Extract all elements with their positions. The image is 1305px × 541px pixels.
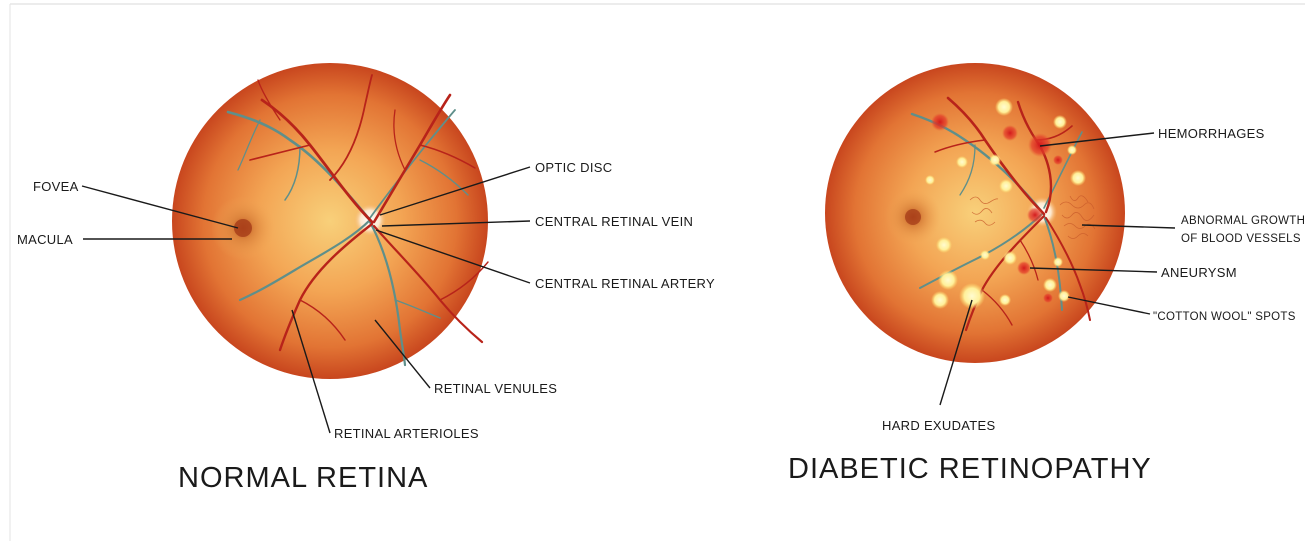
- label-hemorrhages: HEMORRHAGES: [1158, 126, 1265, 141]
- label-fovea: FOVEA: [33, 179, 79, 194]
- label-retinal-venules: RETINAL VENULES: [434, 381, 557, 396]
- diabetic-fovea-spot: [905, 209, 921, 225]
- title-normal-retina: NORMAL RETINA: [178, 462, 428, 494]
- title-diabetic-retinopathy: DIABETIC RETINOPATHY: [788, 453, 1152, 485]
- label-central-retinal-artery: CENTRAL RETINAL ARTERY: [535, 276, 715, 291]
- diabetic-retina-figure: HEMORRHAGES ABNORMAL GROWTH OF BLOOD VES…: [788, 63, 1305, 485]
- label-retinal-arterioles: RETINAL ARTERIOLES: [334, 426, 479, 441]
- label-central-retinal-vein: CENTRAL RETINAL VEIN: [535, 214, 693, 229]
- normal-retina-figure: FOVEA MACULA OPTIC DISC CENTRAL RETINAL …: [17, 63, 715, 494]
- label-optic-disc: OPTIC DISC: [535, 160, 612, 175]
- label-abnormal-growth-line1: ABNORMAL GROWTH: [1181, 215, 1305, 227]
- diabetic-retina-disc: [825, 63, 1125, 363]
- label-aneurysm: ANEURYSM: [1161, 265, 1237, 280]
- label-abnormal-growth-line2: OF BLOOD VESSELS: [1181, 233, 1301, 245]
- label-macula: MACULA: [17, 232, 73, 247]
- label-cotton-wool-spots: "COTTON WOOL" SPOTS: [1153, 311, 1296, 323]
- label-hard-exudates: HARD EXUDATES: [882, 418, 995, 433]
